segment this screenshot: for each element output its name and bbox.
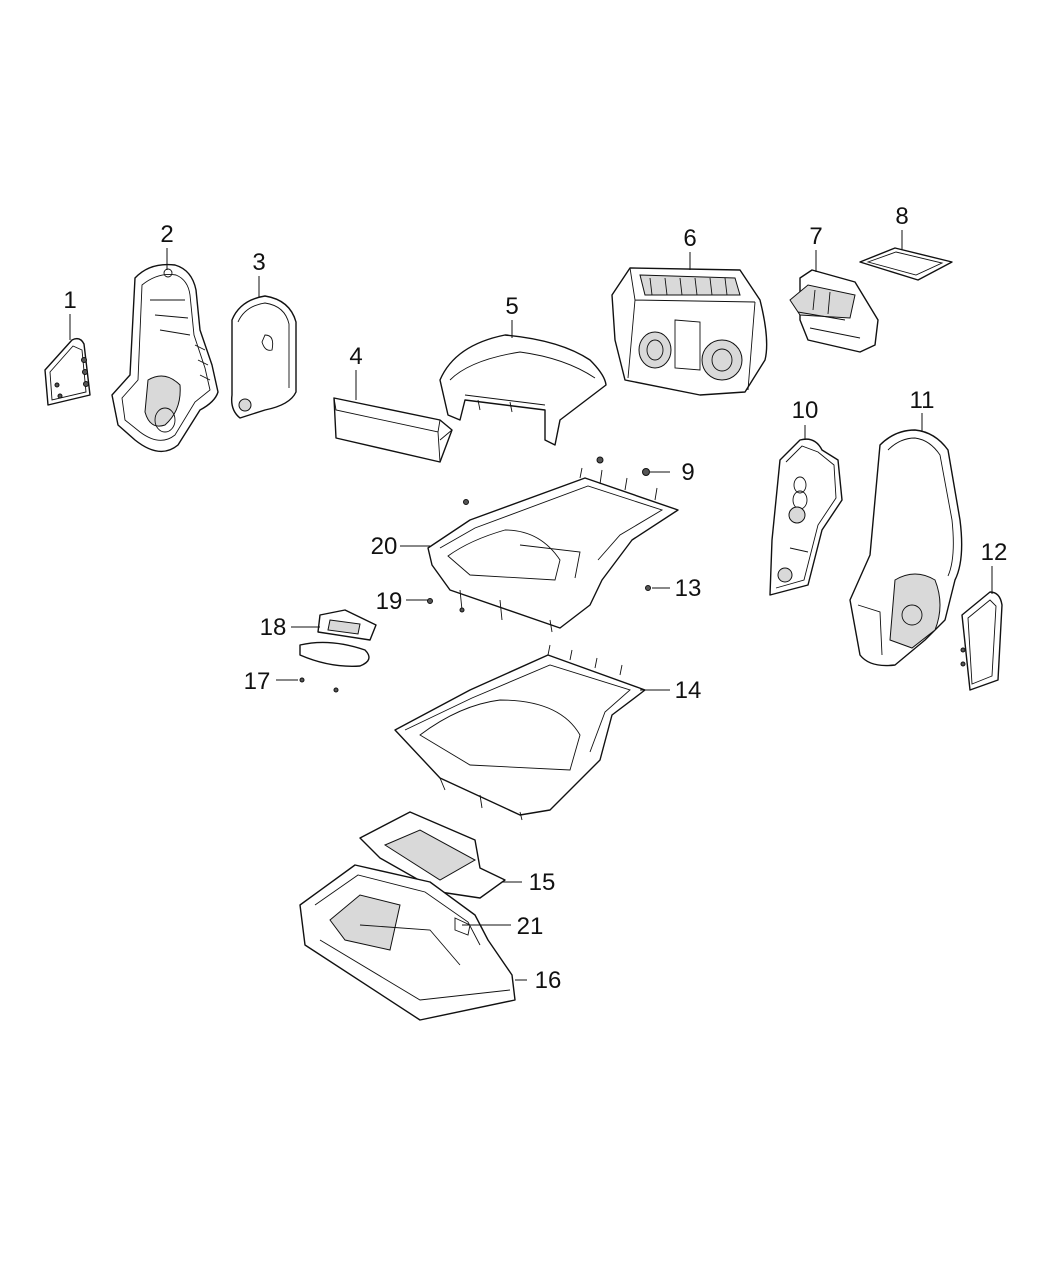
part-18-lid <box>299 609 377 667</box>
part-10-inner-panel <box>769 438 843 596</box>
callout-15: 15 <box>529 869 556 896</box>
callout-6: 6 <box>683 225 696 252</box>
part-14-lower-tray <box>394 644 646 821</box>
part-2-side-shield <box>111 263 219 453</box>
callout-12: 12 <box>981 539 1008 566</box>
callout-3: 3 <box>252 249 265 276</box>
part-4-armrest-pad <box>333 397 453 463</box>
callout-13: 13 <box>675 575 702 602</box>
callout-11: 11 <box>910 387 935 414</box>
part-20-storage-bin <box>427 467 679 633</box>
callout-7: 7 <box>809 223 822 250</box>
part-16-base-console <box>299 864 516 1021</box>
callout-17: 17 <box>244 668 271 695</box>
fasteners <box>299 456 651 693</box>
part-6-cupholder-housing <box>611 267 768 396</box>
callout-2: 2 <box>160 221 173 248</box>
callout-5: 5 <box>505 293 518 320</box>
part-5-top-bezel <box>439 334 607 446</box>
callout-19: 19 <box>376 588 403 615</box>
callout-10: 10 <box>792 397 819 424</box>
leader-lines <box>69 230 993 981</box>
callout-4: 4 <box>349 343 362 370</box>
part-8-tray-mat <box>859 247 953 281</box>
part-1-trim-panel <box>44 337 91 406</box>
callout-1: 1 <box>63 287 76 314</box>
callout-18: 18 <box>260 614 287 641</box>
part-7-switch-module <box>789 269 879 353</box>
callout-14: 14 <box>675 677 702 704</box>
part-3-shield <box>230 295 297 419</box>
callout-labels: 1 2 3 4 5 6 7 8 9 10 11 12 13 14 15 16 1… <box>63 203 1007 994</box>
part-12-trim-panel <box>960 591 1003 691</box>
callout-16: 16 <box>535 967 562 994</box>
callout-8: 8 <box>895 203 908 230</box>
part-11-outer-side-panel <box>849 429 963 667</box>
callout-9: 9 <box>681 459 694 486</box>
callout-20: 20 <box>371 533 398 560</box>
callout-21: 21 <box>517 913 544 940</box>
part-21-retainer <box>454 917 471 936</box>
part-15-tray-insert <box>359 811 506 899</box>
